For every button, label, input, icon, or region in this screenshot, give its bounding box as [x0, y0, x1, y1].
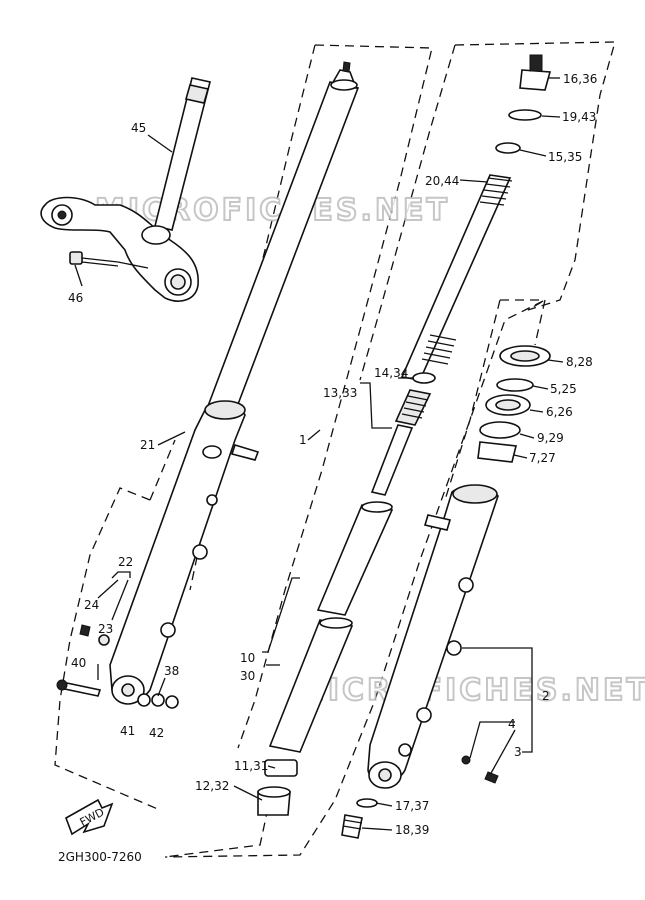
- callout-41: 41: [120, 724, 135, 738]
- callout-13-33: 13,33: [323, 386, 357, 400]
- callout-8-28: 8,28: [566, 355, 593, 369]
- watermark-upper: MICROFICHES.NET: [95, 193, 450, 228]
- watermark-lower: MICROFICHES.NET: [295, 673, 645, 708]
- fork-outer-tube-2: [367, 484, 499, 789]
- callout-1: 1: [299, 433, 307, 447]
- fork-cap-parts: [495, 54, 552, 154]
- fork-outer-tube-21: [109, 400, 260, 705]
- callout-45: 45: [131, 121, 146, 135]
- callout-10: 10: [240, 651, 255, 665]
- callout-18-39: 18,39: [395, 823, 429, 837]
- callout-42: 42: [149, 726, 164, 740]
- callout-20-44: 20,44: [425, 174, 459, 188]
- steering-stem-45: [40, 77, 211, 302]
- callout-9-29: 9,29: [537, 431, 564, 445]
- callout-40: 40: [71, 656, 86, 670]
- dashed-group-outlines: [54, 41, 616, 858]
- callout-24: 24: [84, 598, 99, 612]
- callout-19-43: 19,43: [562, 110, 596, 124]
- leader-lines: [74, 77, 564, 831]
- forward-direction-arrow: FWD: [65, 798, 114, 836]
- callout-11-31: 11,31: [234, 759, 268, 773]
- bolt-46: [69, 251, 149, 269]
- callout-5-25: 5,25: [550, 382, 577, 396]
- callout-23: 23: [98, 622, 113, 636]
- callout-15-35: 15,35: [548, 150, 582, 164]
- callout-17-37: 17,37: [395, 799, 429, 813]
- callout-16-36: 16,36: [563, 72, 597, 86]
- callout-22: 22: [118, 555, 133, 569]
- callout-21: 21: [140, 438, 155, 452]
- callout-6-26: 6,26: [546, 405, 573, 419]
- diagram-code: 2GH300-7260: [58, 850, 142, 864]
- callout-labels: 45 46 21 1 22 24 23 40 38 41 42 16,36 19…: [68, 72, 597, 837]
- callout-3: 3: [514, 745, 522, 759]
- callout-7-27: 7,27: [529, 451, 556, 465]
- damper-rod-assembly: [257, 174, 513, 816]
- callout-14-34: 14,34: [374, 366, 408, 380]
- callout-12-32: 12,32: [195, 779, 229, 793]
- fork-inner-tube-1: [203, 61, 360, 421]
- callout-2: 2: [542, 689, 550, 703]
- callout-38: 38: [164, 664, 179, 678]
- small-hardware-left: [56, 624, 179, 709]
- oil-seal-stack: [477, 345, 551, 463]
- callout-4: 4: [508, 717, 516, 731]
- callout-30: 30: [240, 669, 255, 683]
- callout-46: 46: [68, 291, 83, 305]
